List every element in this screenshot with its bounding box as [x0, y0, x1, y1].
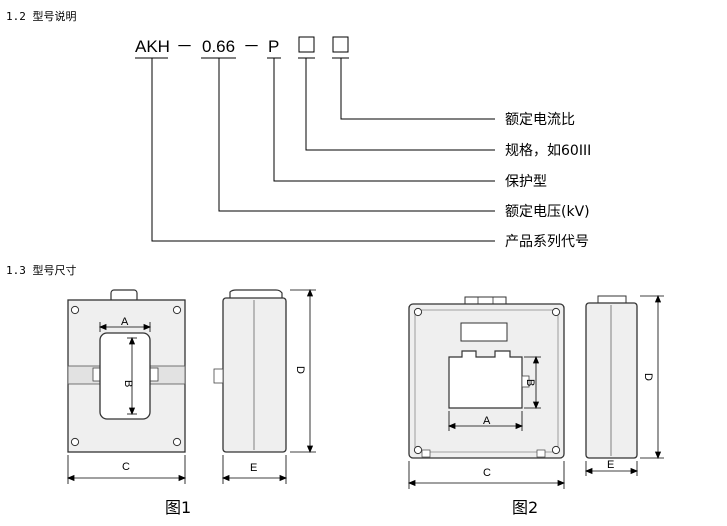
fig1-label-a: A	[121, 316, 129, 328]
desc-protection-type: 保护型	[505, 174, 547, 190]
code-dash-2: －	[243, 37, 260, 56]
fig2-label-b: B	[524, 379, 536, 386]
desc-series-code: 产品系列代号	[505, 234, 589, 250]
fig1-dim-c	[66, 455, 187, 484]
desc-spec: 规格，如60III	[505, 143, 591, 159]
fig1-side-view	[213, 289, 287, 453]
fig1-label-c: C	[122, 461, 130, 473]
code-voltage: 0.66	[202, 37, 235, 56]
fig1-label-e: E	[250, 462, 257, 474]
fig2-dim-c	[407, 461, 566, 489]
fig1-front-view	[67, 289, 186, 453]
fig2-label-c: C	[483, 467, 491, 479]
fig1-dim-a	[98, 322, 152, 332]
fig1-dim-d	[290, 288, 316, 454]
leader-lines	[135, 57, 495, 242]
fig1-label-b: B	[122, 380, 134, 387]
section-title-model-desc: 1.2 型号说明	[6, 10, 77, 23]
code-box-ratio	[332, 36, 349, 53]
fig1-label-d: D	[294, 366, 306, 374]
code-box-spec	[298, 36, 315, 53]
fig2-dim-a	[447, 411, 524, 431]
fig2-side-view	[585, 295, 638, 459]
fig2-caption: 图2	[512, 498, 538, 517]
fig2-dim-b	[524, 355, 541, 410]
code-product: AKH	[135, 37, 170, 56]
fig2-label-d: D	[642, 373, 654, 381]
fig1-dim-b	[127, 336, 137, 416]
section-title-model-size: 1.3 型号尺寸	[6, 264, 77, 277]
desc-rated-voltage: 额定电压(kV)	[505, 204, 590, 220]
descriptions: 额定电流比 规格，如60III 保护型 额定电压(kV) 产品系列代号	[505, 112, 591, 250]
desc-rated-current-ratio: 额定电流比	[505, 112, 575, 128]
model-code: AKH － 0.66 － P	[135, 36, 349, 56]
fig2-label-e: E	[607, 459, 614, 471]
fig2-dim-d	[640, 294, 664, 460]
fig2-dim-e	[584, 461, 639, 476]
code-dash-1: －	[176, 37, 193, 56]
fig2-label-a: A	[483, 415, 491, 427]
fig1-caption: 图1	[165, 498, 191, 517]
fig1-dim-e	[221, 455, 288, 484]
fig2-front-view	[408, 296, 565, 459]
code-protection: P	[268, 37, 279, 56]
